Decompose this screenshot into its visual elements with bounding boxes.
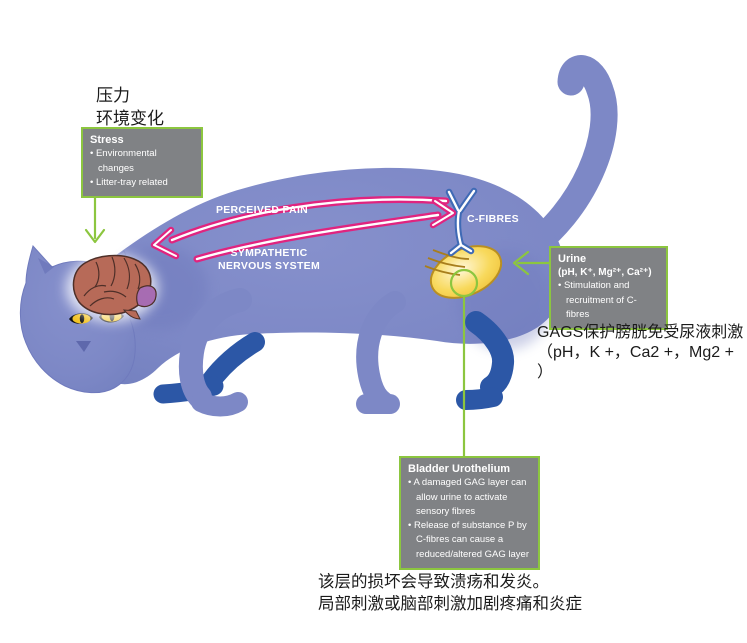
bottom-note-line2: 局部刺激或脑部刺激加剧疼痛和炎症 xyxy=(318,594,582,613)
cat-nose xyxy=(76,341,91,352)
stress-box: Stress • Environmental changes • Litter-… xyxy=(81,127,203,199)
urothelium-box-title: Bladder Urothelium xyxy=(408,463,511,475)
sympathetic-label-line1: SYMPATHETIC xyxy=(230,247,308,259)
urine-box-subtitle: (pH, K⁺, Mg²⁺, Ca²⁺) xyxy=(558,267,652,279)
bladder-illustration xyxy=(424,245,503,299)
sympathetic-label-line2: NERVOUS SYSTEM xyxy=(217,260,321,272)
urine-box-title: Urine xyxy=(558,253,587,265)
stress-box-title: Stress xyxy=(90,134,124,146)
near-hind-leg xyxy=(356,291,406,414)
urothelium-bullet-2: • Release of substance P by C-fibres can… xyxy=(408,520,530,560)
c-fibres-icon xyxy=(445,187,478,257)
urine-arrow xyxy=(512,250,551,276)
sympathetic-label: SYMPATHETIC NERVOUS SYSTEM xyxy=(200,247,338,273)
bottom-note-zh: 该层的损坏会导致溃疡和发炎。 局部刺激或脑部刺激加剧疼痛和炎症 xyxy=(318,572,582,615)
gags-note-line1: GAGS保护膀胱免受尿液刺激 xyxy=(537,324,744,341)
bladder-urothelium-box: Bladder Urothelium • A damaged GAG layer… xyxy=(399,456,540,570)
brain-illustration xyxy=(66,254,158,322)
urine-box: Urine (pH, K⁺, Mg²⁺, Ca²⁺) • Stimulation… xyxy=(549,246,668,331)
c-fibres-label: C-FIBRES xyxy=(467,213,519,225)
urothelium-bullet-1: • A damaged GAG layer can allow urine to… xyxy=(408,477,527,517)
stress-note-zh: 压力 环境变化 xyxy=(96,84,164,130)
perceived-pain-arrow xyxy=(150,196,450,260)
gags-note-zh: GAGS保护膀胱免受尿液刺激 （pH，K +，Ca2 +，Mg2 + ） xyxy=(537,323,747,383)
left-ear-inner xyxy=(38,258,54,274)
stress-bullet-2: • Litter-tray related xyxy=(90,176,168,188)
gags-note-line3: ） xyxy=(537,364,554,381)
near-front-leg xyxy=(178,288,252,417)
stress-bullet-1: • Environmental changes xyxy=(90,148,157,174)
far-hind-leg xyxy=(456,311,515,410)
stress-note-line1: 压力 xyxy=(96,86,130,105)
cat-tail xyxy=(510,55,618,266)
perceived-pain-label: PERCEIVED PAIN xyxy=(215,204,309,216)
urine-bullet-1: • Stimulation and recruitment of C-fibre… xyxy=(558,280,637,320)
bottom-note-line1: 该层的损坏会导致溃疡和发炎。 xyxy=(318,573,549,591)
gags-note-line2: （pH，K +，Ca2 +，Mg2 + xyxy=(537,344,734,361)
sympathetic-arrow xyxy=(193,197,457,263)
stress-note-line2: 环境变化 xyxy=(96,109,164,128)
